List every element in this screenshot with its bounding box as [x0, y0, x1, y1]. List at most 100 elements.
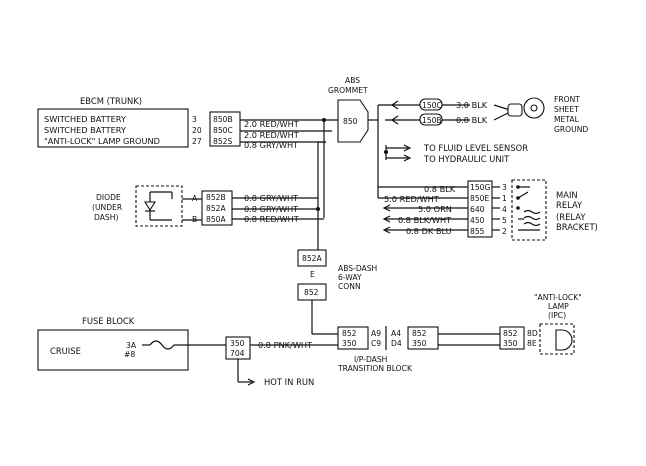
relay-contact	[516, 206, 520, 210]
fuse-circuit-2: 704	[230, 349, 245, 358]
branch-fluid-label: TO FLUID LEVEL SENSOR	[423, 143, 528, 153]
transition-left-1: 852	[342, 329, 357, 338]
arrow-right-icon	[247, 378, 256, 386]
abs-conn-lower-circuit: 852	[304, 288, 319, 297]
ebcm-row-1-wire: 2.0 RED/WHT	[244, 119, 300, 129]
arrow-left-icon	[382, 226, 391, 234]
fuse-block-fuse-2: #8	[124, 350, 135, 359]
ebcm-row-3-circuit: 852S	[213, 137, 232, 146]
ground-conn-150c	[419, 98, 443, 111]
ebcm-row-2-circuit: 850C	[213, 126, 233, 135]
relay-row-2-wire: 5.0 RED/WHT	[384, 194, 440, 204]
ground-join	[493, 111, 511, 121]
relay-row-5-circuit: 855	[470, 227, 485, 236]
ebcm-row-3-pin: 27	[192, 137, 202, 146]
ebcm-box	[37, 108, 189, 148]
transition-left-pin-1: A9	[371, 329, 381, 338]
ebcm-row-2-wire: 2.0 RED/WHT	[244, 130, 300, 140]
transition-right-1: 852	[412, 329, 427, 338]
relay-label-4: BRACKET)	[556, 222, 598, 232]
lamp-circuit-1: 852	[503, 329, 518, 338]
relay-row-4-pin: 5	[502, 216, 507, 225]
relay-row-2-pin: 1	[502, 194, 507, 203]
relay-row-2-circuit: 850E	[470, 194, 489, 203]
arrow-right-icon	[403, 144, 412, 152]
fuse-icon	[149, 340, 175, 350]
lamp-bulb-icon	[555, 329, 573, 351]
relay-coil-icon	[523, 209, 541, 227]
ground-circuit-1: 150C	[422, 101, 442, 110]
abs-conn-upper	[297, 249, 327, 267]
relay-row-3-wire: 5.0 ORN	[418, 204, 452, 214]
ground-conn-150b	[419, 113, 443, 126]
fuse-block-cruise: CRUISE	[50, 346, 81, 356]
diode-box	[135, 185, 183, 227]
relay-label-2: RELAY	[556, 200, 583, 210]
transition-right	[407, 326, 439, 350]
branch-hydraulic-label: TO HYDRAULIC UNIT	[423, 154, 510, 164]
lamp-pin-2: 8E	[527, 339, 537, 348]
relay-connector	[467, 180, 493, 238]
ground-wire-1: 3.0 BLK	[456, 100, 488, 110]
diode-symbol-icon	[144, 201, 156, 212]
ebcm-row-2-label: SWITCHED BATTERY	[44, 125, 127, 135]
ground-circuit-2: 150B	[422, 116, 442, 125]
diode-label-1: DIODE	[96, 193, 121, 202]
grommet-label-2: GROMMET	[328, 86, 368, 95]
ground-lug	[507, 103, 523, 117]
transition-left-pin-2: C9	[371, 339, 381, 348]
fuse-circuit-1: 350	[230, 339, 245, 348]
transition-right-2: 350	[412, 339, 427, 348]
lamp-label-2: LAMP	[548, 302, 569, 311]
ebcm-row-3-wire: 0.8 GRY/WHT	[244, 140, 299, 150]
lamp-label-3: (IPC)	[548, 311, 566, 320]
relay-row-5-pin: 2	[502, 227, 507, 236]
transition-right-pin-1: A4	[391, 329, 401, 338]
relay-row-1-pin: 3	[502, 183, 507, 192]
diode-circuit-3: 850A	[206, 215, 226, 224]
lamp-pin-1: 8D	[527, 329, 538, 338]
ebcm-row-1-circuit: 850B	[213, 115, 233, 124]
ebcm-row-2-pin: 20	[192, 126, 202, 135]
relay-label-1: MAIN	[556, 190, 578, 200]
lamp-connector	[499, 326, 525, 350]
diode-connector	[201, 190, 233, 226]
arrow-left-icon	[382, 215, 391, 223]
relay-row-5-wire: 0.8 DK BLU	[406, 226, 452, 236]
diode-wire-2: 0.8 GRY/WHT	[244, 204, 299, 214]
ebcm-title: EBCM (TRUNK)	[80, 96, 142, 106]
diode-circuit-2: 852A	[206, 204, 226, 213]
fuse-block-fuse-1: 3A	[126, 341, 137, 350]
relay-row-1-circuit: 150G	[470, 183, 490, 192]
diode-wire-3: 0.8 RED/WHT	[244, 214, 300, 224]
arrow-left-icon	[382, 204, 391, 212]
relay-switch-arm	[517, 191, 529, 199]
ground-label-1: FRONT	[554, 95, 580, 104]
abs-conn-label-2: 6-WAY	[338, 273, 362, 282]
relay-row-3-circuit: 640	[470, 205, 485, 214]
ground-eye-hole	[530, 104, 538, 112]
transition-label-2: TRANSITION BLOCK	[337, 364, 413, 373]
lamp-circuit-2: 350	[503, 339, 518, 348]
lamp-label-1: "ANTI-LOCK"	[534, 293, 582, 302]
ground-label-4: GROUND	[554, 125, 588, 134]
fuse-wire: 0.8 PNK/WHT	[258, 340, 313, 350]
relay-row-4-circuit: 450	[470, 216, 485, 225]
hot-in-run: HOT IN RUN	[264, 377, 314, 387]
splice-dot	[316, 207, 320, 211]
ground-join	[493, 104, 511, 111]
fuse-block-box	[37, 329, 189, 371]
abs-conn-label-1: ABS-DASH	[338, 264, 377, 273]
diode-label-3: DASH)	[94, 213, 118, 222]
diode-wire-1: 0.8 GRY/WHT	[244, 193, 299, 203]
diode-label-2: (UNDER	[92, 203, 123, 212]
abs-conn-upper-circuit: 852A	[302, 254, 322, 263]
relay-row-4-wire: 0.8 BLK/WHT	[398, 215, 452, 225]
ebcm-row-1-label: SWITCHED BATTERY	[44, 114, 127, 124]
ebcm-connector	[209, 111, 241, 147]
abs-conn-label-3: CONN	[338, 282, 361, 291]
transition-label-1: I/P-DASH	[354, 355, 387, 364]
transition-right-pin-2: D4	[391, 339, 402, 348]
arrow-right-icon	[403, 154, 412, 162]
